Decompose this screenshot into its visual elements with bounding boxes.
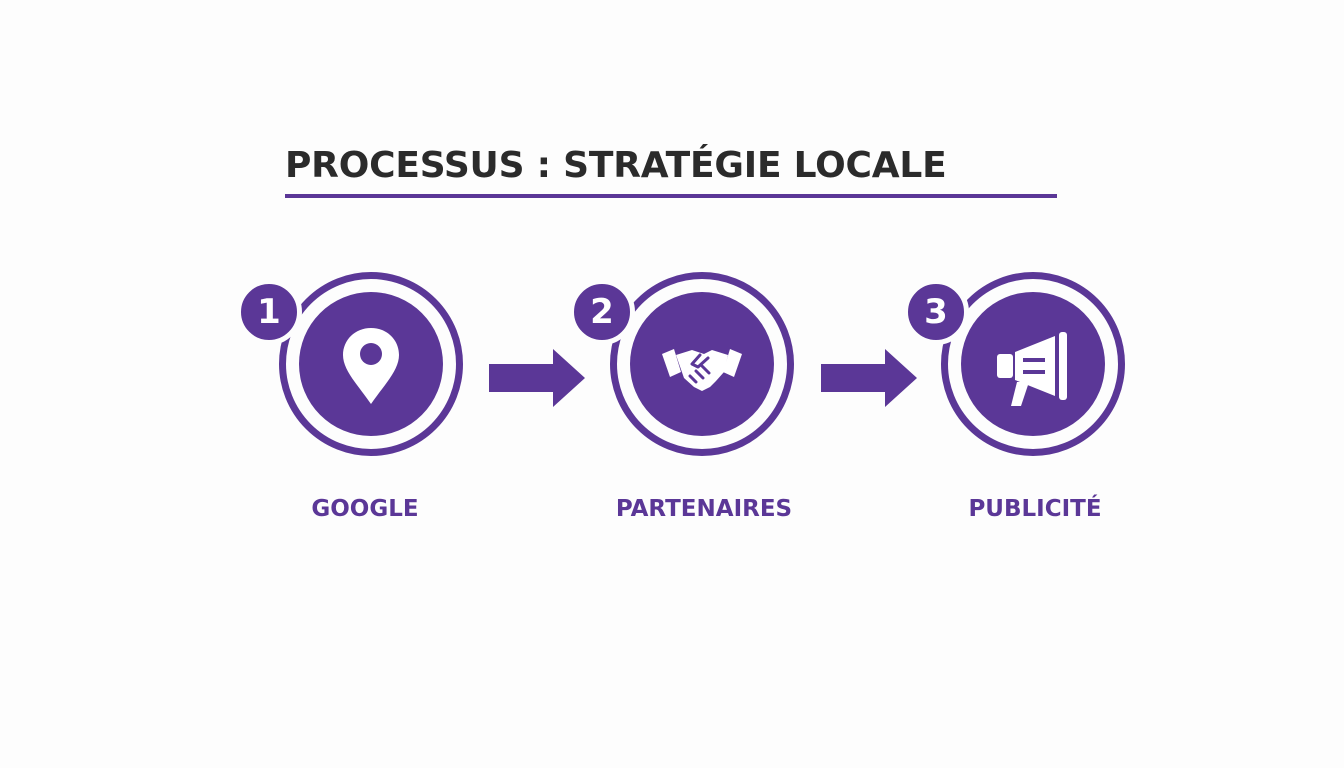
step-publicite [941, 272, 1137, 468]
step-number-badge: 3 [903, 279, 969, 345]
step-label-publicite: PUBLICITÉ [968, 496, 1102, 522]
map-pin-icon [343, 328, 399, 404]
arrow-right-icon [489, 349, 585, 407]
handshake-icon [662, 349, 742, 391]
arrow-right-icon [821, 349, 917, 407]
step-number-badge: 2 [569, 279, 635, 345]
step-google [279, 272, 475, 468]
page-title: PROCESSUS : STRATÉGIE LOCALE [285, 145, 947, 186]
step-ring [941, 272, 1125, 456]
step-label-partenaires: PARTENAIRES [615, 496, 793, 522]
title-underline [285, 194, 1057, 198]
megaphone-icon [997, 332, 1067, 406]
step-number-badge: 1 [236, 279, 302, 345]
step-ring [279, 272, 463, 456]
step-label-google: GOOGLE [311, 496, 419, 522]
step-partenaires [610, 272, 806, 468]
step-ring [610, 272, 794, 456]
